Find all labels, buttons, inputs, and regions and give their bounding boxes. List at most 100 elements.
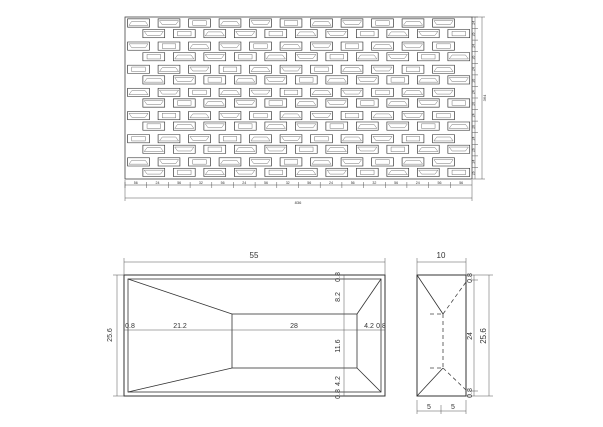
bottom-dimension-label: 56 [264,181,268,185]
brick-offset [234,75,257,85]
right-dimension-label: 24 [472,113,476,117]
brick-long [249,87,272,97]
brick-long [371,157,394,167]
plan-taper-bottom-left [127,367,233,393]
plan-taper-top-left [127,278,233,315]
plan-taper-top-right [356,278,382,315]
plan-dim-bottom-margin: 0.8 [335,389,342,399]
bottom-dimension-label: 24 [329,181,333,185]
brick-offset [447,144,471,154]
brick-long [279,87,303,97]
brick-offset [386,75,410,85]
right-dimension-label: 26 [472,102,476,106]
bottom-dimension-label: 24 [156,181,160,185]
bottom-dimension-label: 56 [221,181,225,185]
brick-offset [386,29,410,39]
section-width-label: 10 [437,251,446,260]
brick-offset [356,52,379,62]
right-dimension-label: 26 [472,32,476,36]
brick-offset [356,98,379,108]
brick-long [188,111,211,121]
brick-offset [142,29,166,39]
brick-long [188,157,211,167]
bottom-dimension-label: 56 [307,181,311,185]
brick-offset [142,75,166,85]
brick-offset [173,144,196,154]
right-dimension-label: 24 [472,160,476,164]
brick-offset [325,75,349,85]
brick-long [401,41,425,51]
brick-offset [203,98,227,108]
brick-offset [142,121,166,131]
right-dimension-label: 26 [472,56,476,60]
brick-long [249,64,272,74]
brick-offset [264,98,288,108]
bottom-dimension-label: 24 [242,181,246,185]
elevation-total-height: 364 [482,94,487,101]
brick-long [218,87,242,97]
brick-long [157,18,181,28]
right-dimension-label: 26 [472,171,476,175]
brick-long [310,134,333,144]
brick-offset [234,167,257,177]
brick-offset [234,98,257,108]
plan-opening [231,313,358,369]
brick-long [249,41,272,51]
brick-long [401,134,425,144]
right-dimension-label: 24 [472,67,476,71]
plan-inner-outline [127,278,382,393]
brick-long [432,18,455,28]
brick-offset [325,98,349,108]
brick-long [218,134,242,144]
brick-long [432,41,455,51]
brick-long [218,64,242,74]
brick-offset [142,98,166,108]
brick-offset [417,121,440,131]
right-dimension-label: 24 [472,44,476,48]
brick-long [401,111,425,121]
brick-offset [386,121,410,131]
brick-long [249,134,272,144]
brick-offset [417,52,440,62]
plan-width-label: 55 [250,251,259,260]
brick-long [188,134,211,144]
brick-offset [234,52,257,62]
brick-offset [264,52,288,62]
brick-long [127,111,150,121]
brick-offset [264,144,288,154]
section-bottom-margin-label: 0.8 [467,388,474,398]
bottom-dimension-label: 32 [286,181,290,185]
brick-offset [173,121,196,131]
section-half-left-label: 5 [427,404,431,411]
bottom-dimension-label: 56 [134,181,138,185]
brick-long [401,64,425,74]
brick-long [157,87,181,97]
brick-long [401,18,425,28]
brick-offset [386,167,410,177]
bottom-dimension-label: 24 [416,181,420,185]
brick-offset [447,98,471,108]
brick-long [310,157,333,167]
brick-offset [203,52,227,62]
brick-long [157,41,181,51]
brick-offset [325,121,349,131]
brick-offset [295,52,318,62]
bottom-dimension-label: 56 [394,181,398,185]
brick-long [279,41,303,51]
brick-offset [356,121,379,131]
brick-long [218,18,242,28]
brick-offset [203,121,227,131]
section-outline [416,274,467,397]
brick-offset [447,52,471,62]
brick-long [432,134,455,144]
plan-dim-opening-length: 28 [290,323,298,330]
plan-dim-top-margin: 0.8 [335,272,342,282]
brick-long [188,64,211,74]
brick-offset [417,167,440,177]
brick-offset [173,29,196,39]
brick-offset [295,75,318,85]
